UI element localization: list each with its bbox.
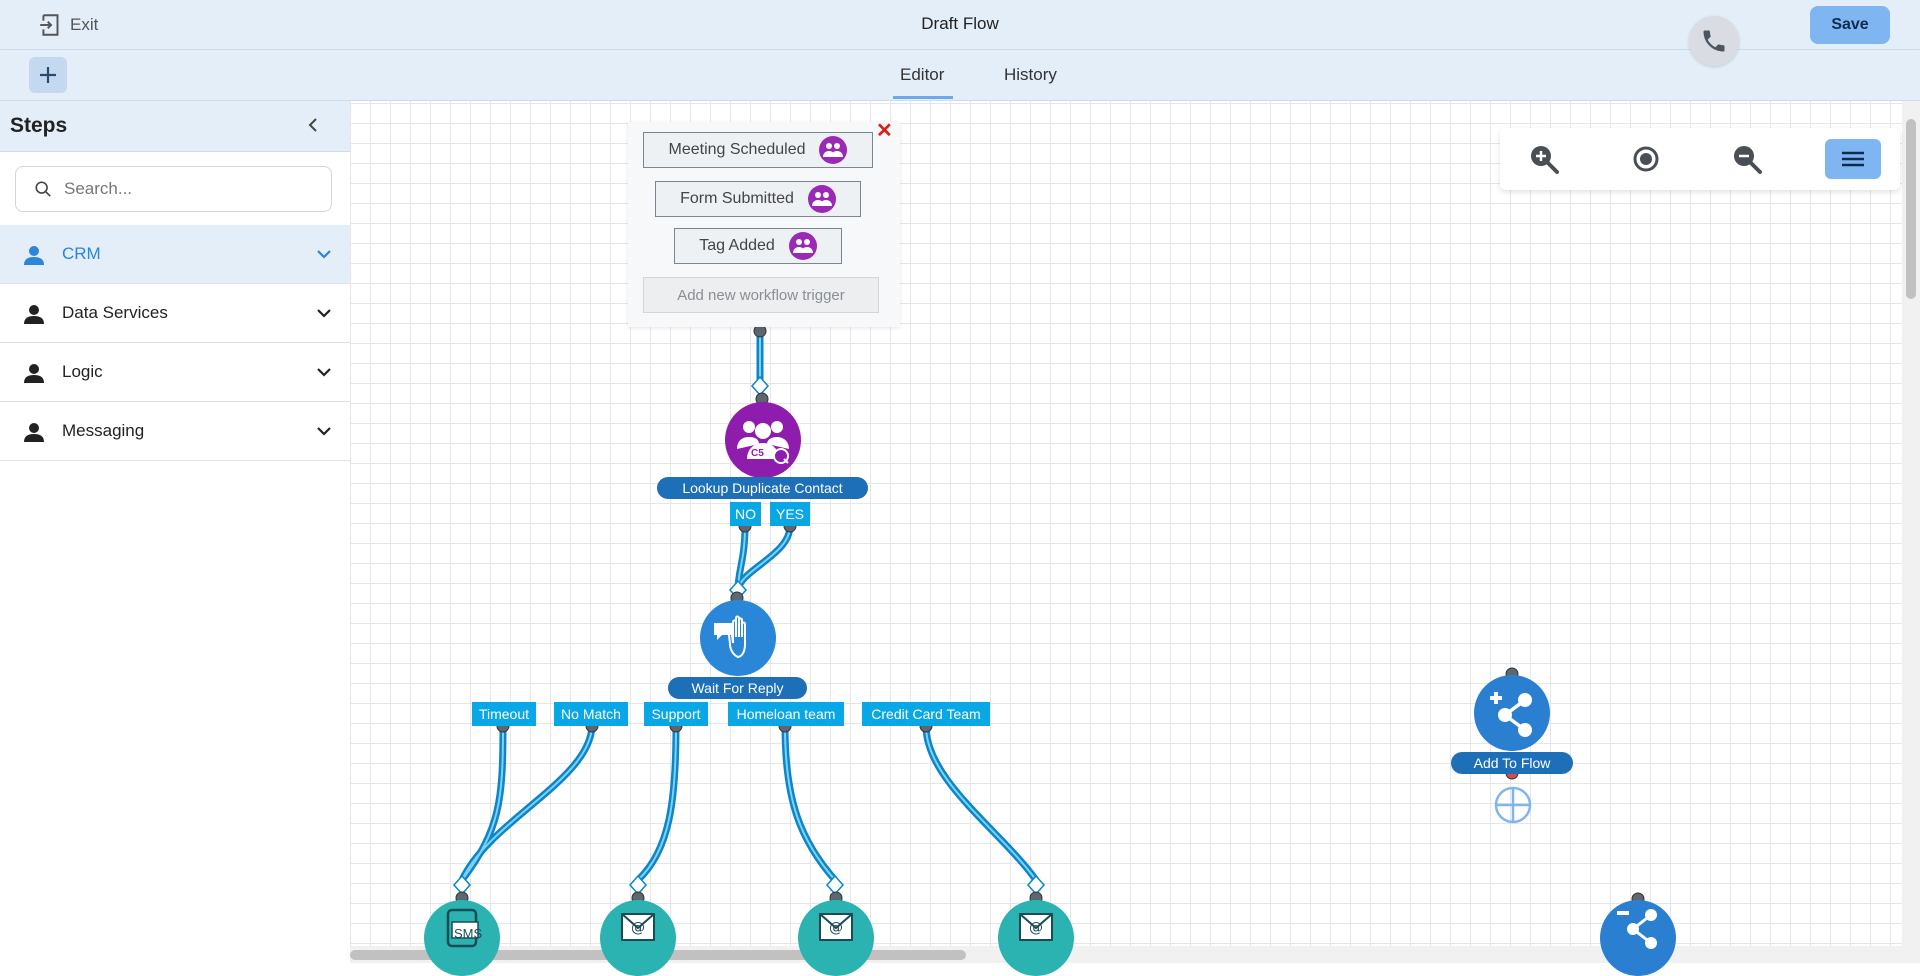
save-button[interactable]: Save [1810,6,1890,44]
zoom-in-button[interactable] [1523,138,1565,180]
flow-canvas[interactable] [350,101,1902,946]
tab-editor[interactable]: Editor [900,65,945,84]
trigger-label: Meeting Scheduled [668,141,806,158]
steps-header: Steps [0,101,350,152]
trigger-label: Tag Added [699,237,775,254]
branch-no-match[interactable]: No Match [554,702,628,726]
email-icon: @ [819,913,853,941]
top-bar: Exit Draft Flow Save [0,0,1920,50]
chevron-down-icon [317,309,331,318]
person-icon [24,364,44,383]
category-data-services[interactable]: Data Services [0,284,350,343]
sms-icon [446,908,479,948]
search-icon [35,181,51,197]
search-input[interactable] [62,178,316,200]
contacts-icon [819,136,848,164]
remove-from-flow-node[interactable] [1600,900,1676,976]
contacts-icon [807,185,836,213]
add-to-flow-node[interactable] [1474,675,1550,751]
person-icon [24,246,44,265]
zoom-out-icon [1734,146,1762,174]
category-logic[interactable]: Logic [0,343,350,402]
scroll-thumb[interactable] [1906,119,1916,299]
trigger-form-submitted[interactable]: Form Submitted [655,181,861,217]
contact-badge: C5 [751,448,764,459]
node-label: Wait For Reply [668,677,807,699]
phone-icon [1703,30,1725,52]
branch-support[interactable]: Support [644,702,708,726]
svg-text:@: @ [1029,920,1043,936]
zoom-out-button[interactable] [1726,138,1768,180]
tab-history[interactable]: History [1004,65,1057,84]
category-messaging[interactable]: Messaging [0,402,350,461]
category-crm[interactable]: CRM [0,225,350,284]
node-label: Add To Flow [1451,752,1573,774]
wait-for-reply-node[interactable] [700,600,776,676]
email-node[interactable]: @ [798,900,874,976]
branch-no[interactable]: NO [730,502,761,526]
duplicate-contacts-icon [737,421,789,464]
zoom-in-icon [1531,146,1559,174]
exit-icon [40,14,59,36]
steps-sidebar: Steps CRM Data Services Logic Messaging [0,101,351,963]
email-icon: @ [1019,913,1053,941]
chevron-down-icon [317,250,331,259]
target-icon [1633,146,1659,172]
plus-icon [40,67,56,83]
exit-label: Exit [70,15,99,34]
share-minus-icon [1617,909,1657,949]
hand-stop-icon [714,615,746,658]
trigger-label: Form Submitted [680,190,794,207]
sms-label: SMS [454,926,483,941]
zoom-reset-button[interactable] [1625,138,1667,180]
add-step-button[interactable] [29,57,67,93]
trigger-tag-added[interactable]: Tag Added [674,228,842,264]
add-trigger-button[interactable]: Add new workflow trigger [643,277,879,313]
close-icon[interactable]: ✕ [876,120,893,142]
share-plus-icon [1490,692,1532,737]
flow-title: Draft Flow [921,14,999,33]
lookup-duplicate-contact-node[interactable]: C5 [725,402,801,478]
trigger-meeting-scheduled[interactable]: Meeting Scheduled [643,132,873,168]
chevron-down-icon [317,368,331,377]
branch-timeout[interactable]: Timeout [472,702,536,726]
menu-button[interactable] [1825,139,1881,179]
svg-text:@: @ [631,920,645,936]
tab-bar: Editor History [0,50,1920,101]
search-box [15,166,332,212]
branch-homeloan-team[interactable]: Homeloan team [728,702,844,726]
category-label: CRM [62,244,101,263]
email-node[interactable]: @ [600,900,676,976]
node-label: Lookup Duplicate Contact [657,477,868,499]
chevron-down-icon [317,427,331,436]
branch-yes[interactable]: YES [770,502,810,526]
sms-node[interactable]: SMS [424,900,500,976]
steps-title: Steps [10,114,68,137]
email-icon: @ [621,913,655,941]
branch-credit-card-team[interactable]: Credit Card Team [862,702,990,726]
category-label: Logic [62,362,103,381]
phone-button[interactable] [1689,16,1739,66]
active-tab-indicator [893,96,953,99]
trigger-panel: Meeting Scheduled Form Submitted Tag Add… [628,122,900,327]
category-label: Data Services [62,303,168,322]
vertical-scrollbar[interactable] [1902,101,1920,963]
person-icon [24,423,44,442]
svg-text:@: @ [829,920,843,936]
category-label: Messaging [62,421,145,440]
contacts-icon [788,232,817,260]
add-next-step-icon[interactable] [1493,785,1533,825]
zoom-toolbar [1500,128,1900,190]
collapse-sidebar-icon[interactable] [303,115,323,135]
exit-button[interactable]: Exit [38,12,98,38]
email-node[interactable]: @ [998,900,1074,976]
hamburger-icon [1842,151,1864,167]
person-icon [24,305,44,324]
